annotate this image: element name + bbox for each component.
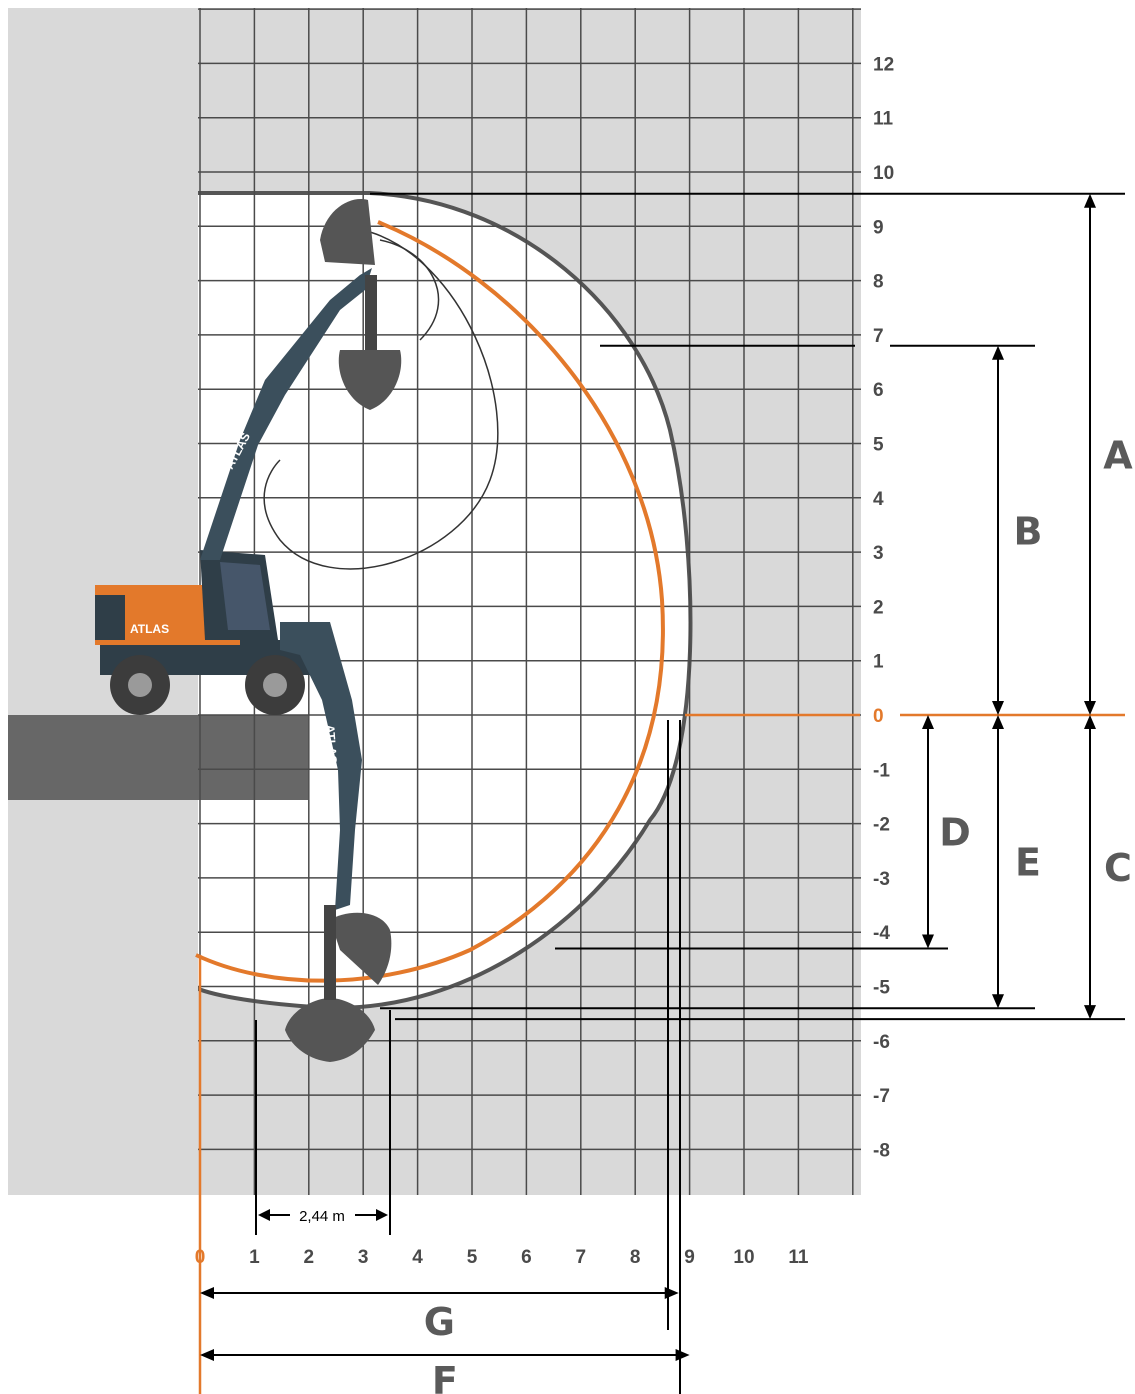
y-tick-label: -2	[873, 815, 890, 836]
y-tick-label: -6	[873, 1032, 890, 1053]
dimension-g-label: G	[424, 1300, 455, 1344]
offset-arrowhead-left	[258, 1209, 270, 1221]
wheel-front-hub	[128, 673, 152, 697]
dimension-b-arrowhead-top	[992, 345, 1004, 360]
upper-boom	[200, 268, 372, 560]
grid-lines	[198, 8, 861, 1195]
lower-bucket	[330, 912, 392, 985]
upper-rotator	[365, 275, 377, 350]
cab-window	[220, 562, 270, 630]
x-tick-label: 7	[576, 1247, 587, 1268]
y-tick-label: -4	[873, 923, 890, 944]
y-tick-label: 4	[873, 489, 884, 510]
y-tick-label: 7	[873, 326, 884, 347]
dimension-b-label: B	[1014, 509, 1043, 553]
inner-reach-curve-2	[379, 239, 440, 341]
y-tick-label: -7	[873, 1086, 890, 1107]
x-tick-labels: 01234567891011	[195, 1247, 809, 1268]
x-tick-label: 6	[521, 1247, 532, 1268]
offset-measure-label: 2,44 m	[299, 1208, 345, 1225]
y-tick-label: 12	[873, 54, 894, 75]
x-tick-label: 10	[733, 1247, 754, 1268]
dimension-d-arrowhead-top	[922, 715, 934, 729]
y-tick-label: -8	[873, 1140, 890, 1161]
y-tick-label: -3	[873, 869, 890, 890]
offset-arrowhead-right	[376, 1209, 388, 1221]
dimension-f-arrowhead-right	[675, 1349, 690, 1361]
dimension-g-arrowhead-left	[200, 1287, 214, 1299]
y-tick-label: 3	[873, 543, 884, 564]
upper-bucket	[320, 199, 375, 265]
y-tick-label: 9	[873, 217, 884, 238]
x-tick-label: 8	[630, 1247, 641, 1268]
y-tick-label: -5	[873, 978, 890, 999]
lower-grab	[285, 998, 375, 1062]
body-brand-label: ATLAS	[130, 622, 169, 636]
excavator: ATLAS ATLAS ATLAS	[95, 199, 402, 1062]
dimension-d-label: D	[939, 811, 971, 855]
dimension-d-arrowhead-bottom	[922, 934, 934, 949]
lower-boom-brand-label: ATLAS	[323, 724, 340, 764]
y-tick-label: -1	[873, 760, 890, 781]
x-tick-label: 5	[467, 1247, 478, 1268]
bucket-reach-curve	[195, 220, 665, 983]
dimension-e-label: E	[1015, 841, 1041, 885]
wheel-rear-hub	[263, 673, 287, 697]
dimension-g-arrowhead-right	[664, 1287, 679, 1299]
y-tick-label: 8	[873, 272, 884, 293]
y-tick-label: 2	[873, 597, 884, 618]
inner-reach-curve	[263, 231, 499, 570]
dimension-e-arrowhead-top	[992, 715, 1004, 729]
dimension-a-arrowhead-top	[1084, 193, 1096, 208]
dimension-c-label: C	[1104, 846, 1132, 890]
y-tick-label: 10	[873, 163, 894, 184]
dimension-f-arrowhead-left	[200, 1349, 214, 1361]
x-tick-label: 11	[788, 1247, 809, 1268]
dimension-c-arrowhead-bottom	[1084, 1005, 1096, 1020]
dimension-arrows: A B C DE GF	[200, 193, 1133, 1394]
dimension-b-arrowhead-bottom	[992, 701, 1004, 715]
y-tick-label: 11	[873, 109, 894, 130]
lower-boom	[280, 622, 362, 910]
x-tick-label: 1	[249, 1247, 260, 1268]
offset-measure: 2,44 m	[255, 1010, 391, 1235]
dimension-c-arrowhead-top	[1084, 715, 1096, 729]
x-tick-label: 9	[684, 1247, 695, 1268]
lower-rotator	[324, 905, 336, 1000]
x-tick-label: 2	[304, 1247, 315, 1268]
dimension-f-label: F	[432, 1359, 458, 1394]
dimension-a-label: A	[1103, 433, 1133, 477]
y-tick-label: 1	[873, 652, 884, 673]
dimension-a-arrowhead-bottom	[1084, 701, 1096, 715]
left-wall-lower	[8, 800, 198, 1195]
y-tick-label: 5	[873, 435, 884, 456]
y-tick-label: 6	[873, 380, 884, 401]
upper-grab	[338, 350, 402, 410]
reference-lines	[198, 192, 1125, 1394]
excavator-engine-cover	[95, 595, 125, 640]
x-tick-label: 3	[358, 1247, 369, 1268]
ground-block	[8, 715, 308, 800]
y-tick-label: 0	[873, 706, 884, 727]
dimension-e-arrowhead-bottom	[992, 994, 1004, 1009]
x-tick-label: 4	[412, 1247, 423, 1268]
